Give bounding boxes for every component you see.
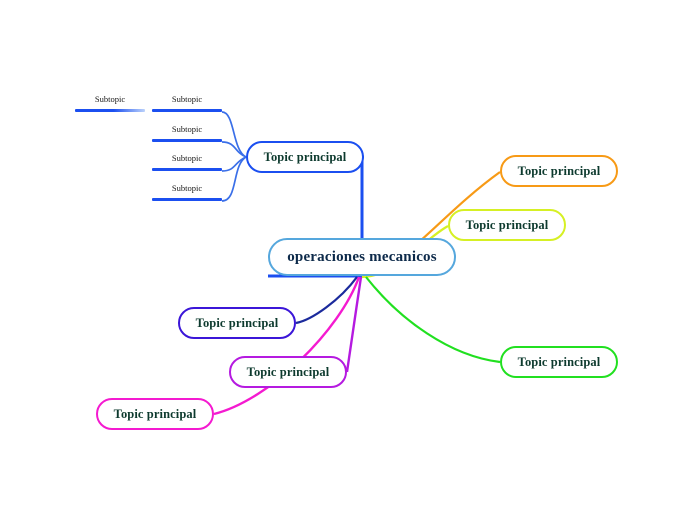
subtopic-2[interactable]: Subtopic bbox=[152, 124, 222, 144]
subtopic-underline bbox=[152, 168, 222, 171]
subtopic-4[interactable]: Subtopic bbox=[152, 183, 222, 203]
topic-node-blue-top[interactable]: Topic principal bbox=[246, 141, 364, 173]
subtopic-1[interactable]: Subtopic bbox=[152, 94, 222, 114]
topic-node-violet[interactable]: Topic principal bbox=[178, 307, 296, 339]
topic-node-green[interactable]: Topic principal bbox=[500, 346, 618, 378]
connector-purple bbox=[345, 276, 363, 373]
subtopic-underline bbox=[152, 198, 222, 201]
subtopic-underline bbox=[152, 109, 222, 112]
connector-subtopic-1 bbox=[221, 111, 247, 158]
connector-green bbox=[365, 276, 501, 364]
connector-subtopic-4 bbox=[221, 156, 247, 202]
subtopic-underline bbox=[152, 139, 222, 142]
topic-node-label: Topic principal bbox=[465, 217, 549, 232]
topic-node-label: Topic principal bbox=[195, 315, 279, 330]
topic-node-chartreuse[interactable]: Topic principal bbox=[448, 209, 566, 241]
topic-node-label: Topic principal bbox=[517, 163, 601, 178]
topic-node-label: Topic principal bbox=[246, 364, 330, 379]
topic-node-magenta[interactable]: Topic principal bbox=[96, 398, 214, 430]
subtopic-underline bbox=[75, 109, 145, 112]
central-node-label: operaciones mecanicos bbox=[287, 248, 437, 265]
subtopic-label: Subtopic bbox=[171, 94, 203, 104]
subtopic-label: Subtopic bbox=[94, 94, 126, 104]
subtopic-label: Subtopic bbox=[171, 124, 203, 134]
topic-node-label: Topic principal bbox=[517, 354, 601, 369]
subtopic-label: Subtopic bbox=[171, 183, 203, 193]
topic-node-purple[interactable]: Topic principal bbox=[229, 356, 347, 388]
topic-node-label: Topic principal bbox=[263, 149, 347, 164]
subtopic-label: Subtopic bbox=[171, 153, 203, 163]
subtopic-3[interactable]: Subtopic bbox=[152, 153, 222, 173]
central-node[interactable]: operaciones mecanicos bbox=[268, 238, 456, 276]
topic-node-orange[interactable]: Topic principal bbox=[500, 155, 618, 187]
connector-violet bbox=[295, 276, 358, 325]
topic-node-label: Topic principal bbox=[113, 406, 197, 421]
subtopic-outer-left[interactable]: Subtopic bbox=[75, 94, 145, 114]
connector-subtopic-2 bbox=[221, 141, 247, 158]
